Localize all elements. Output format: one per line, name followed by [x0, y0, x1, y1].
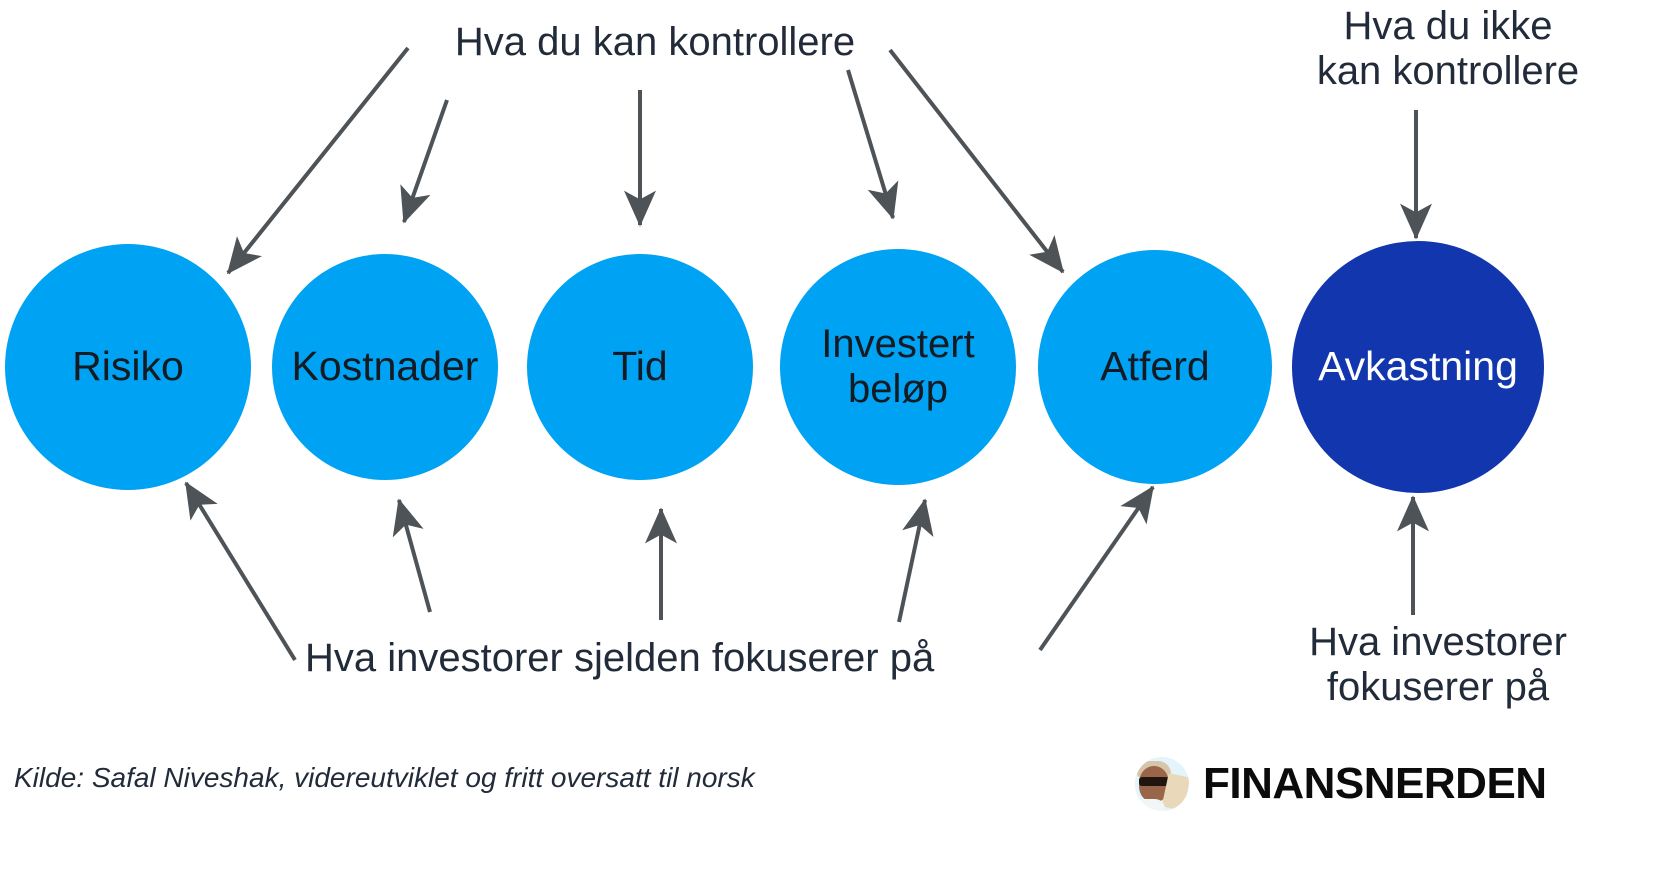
arrow-to-risiko-top: [226, 46, 410, 275]
arrow-to-belop-bottom: [897, 498, 934, 623]
arrow-to-kostnader-bottom: [392, 498, 432, 613]
node-investert-belop-label: Investert beløp: [821, 322, 975, 411]
arrow-to-kostnader-top: [400, 99, 449, 224]
arrow-to-atferd-bottom: [1038, 485, 1155, 652]
node-risiko-label: Risiko: [72, 343, 184, 390]
arrow-to-belop-top: [846, 69, 899, 220]
node-tid-label: Tid: [612, 343, 668, 390]
brand-logo[interactable]: FINANSNERDEN: [1135, 757, 1547, 811]
annotation-controllable: Hva du kan kontrollere: [454, 20, 856, 64]
node-investert-belop[interactable]: Investert beløp: [780, 249, 1016, 485]
node-avkastning[interactable]: Avkastning: [1292, 241, 1544, 493]
arrow-to-risiko-bottom: [184, 481, 297, 662]
node-tid[interactable]: Tid: [527, 254, 753, 480]
node-kostnader[interactable]: Kostnader: [272, 254, 498, 480]
avatar: [1135, 757, 1189, 811]
brand-name: FINANSNERDEN: [1203, 759, 1547, 808]
arrow-to-atferd-top: [888, 48, 1065, 274]
annotation-uncontrollable: Hva du ikke kan kontrollere: [1316, 4, 1580, 93]
node-atferd[interactable]: Atferd: [1038, 250, 1272, 484]
annotation-investors-focus: Hva investorer fokuserer på: [1309, 620, 1567, 709]
annotation-rarely-focus: Hva investorer sjelden fokuserer på: [305, 636, 935, 680]
source-note: Kilde: Safal Niveshak, videreutviklet og…: [14, 762, 755, 793]
node-risiko[interactable]: Risiko: [5, 244, 251, 490]
node-atferd-label: Atferd: [1100, 343, 1210, 390]
node-avkastning-label: Avkastning: [1318, 343, 1518, 390]
node-kostnader-label: Kostnader: [291, 343, 479, 390]
